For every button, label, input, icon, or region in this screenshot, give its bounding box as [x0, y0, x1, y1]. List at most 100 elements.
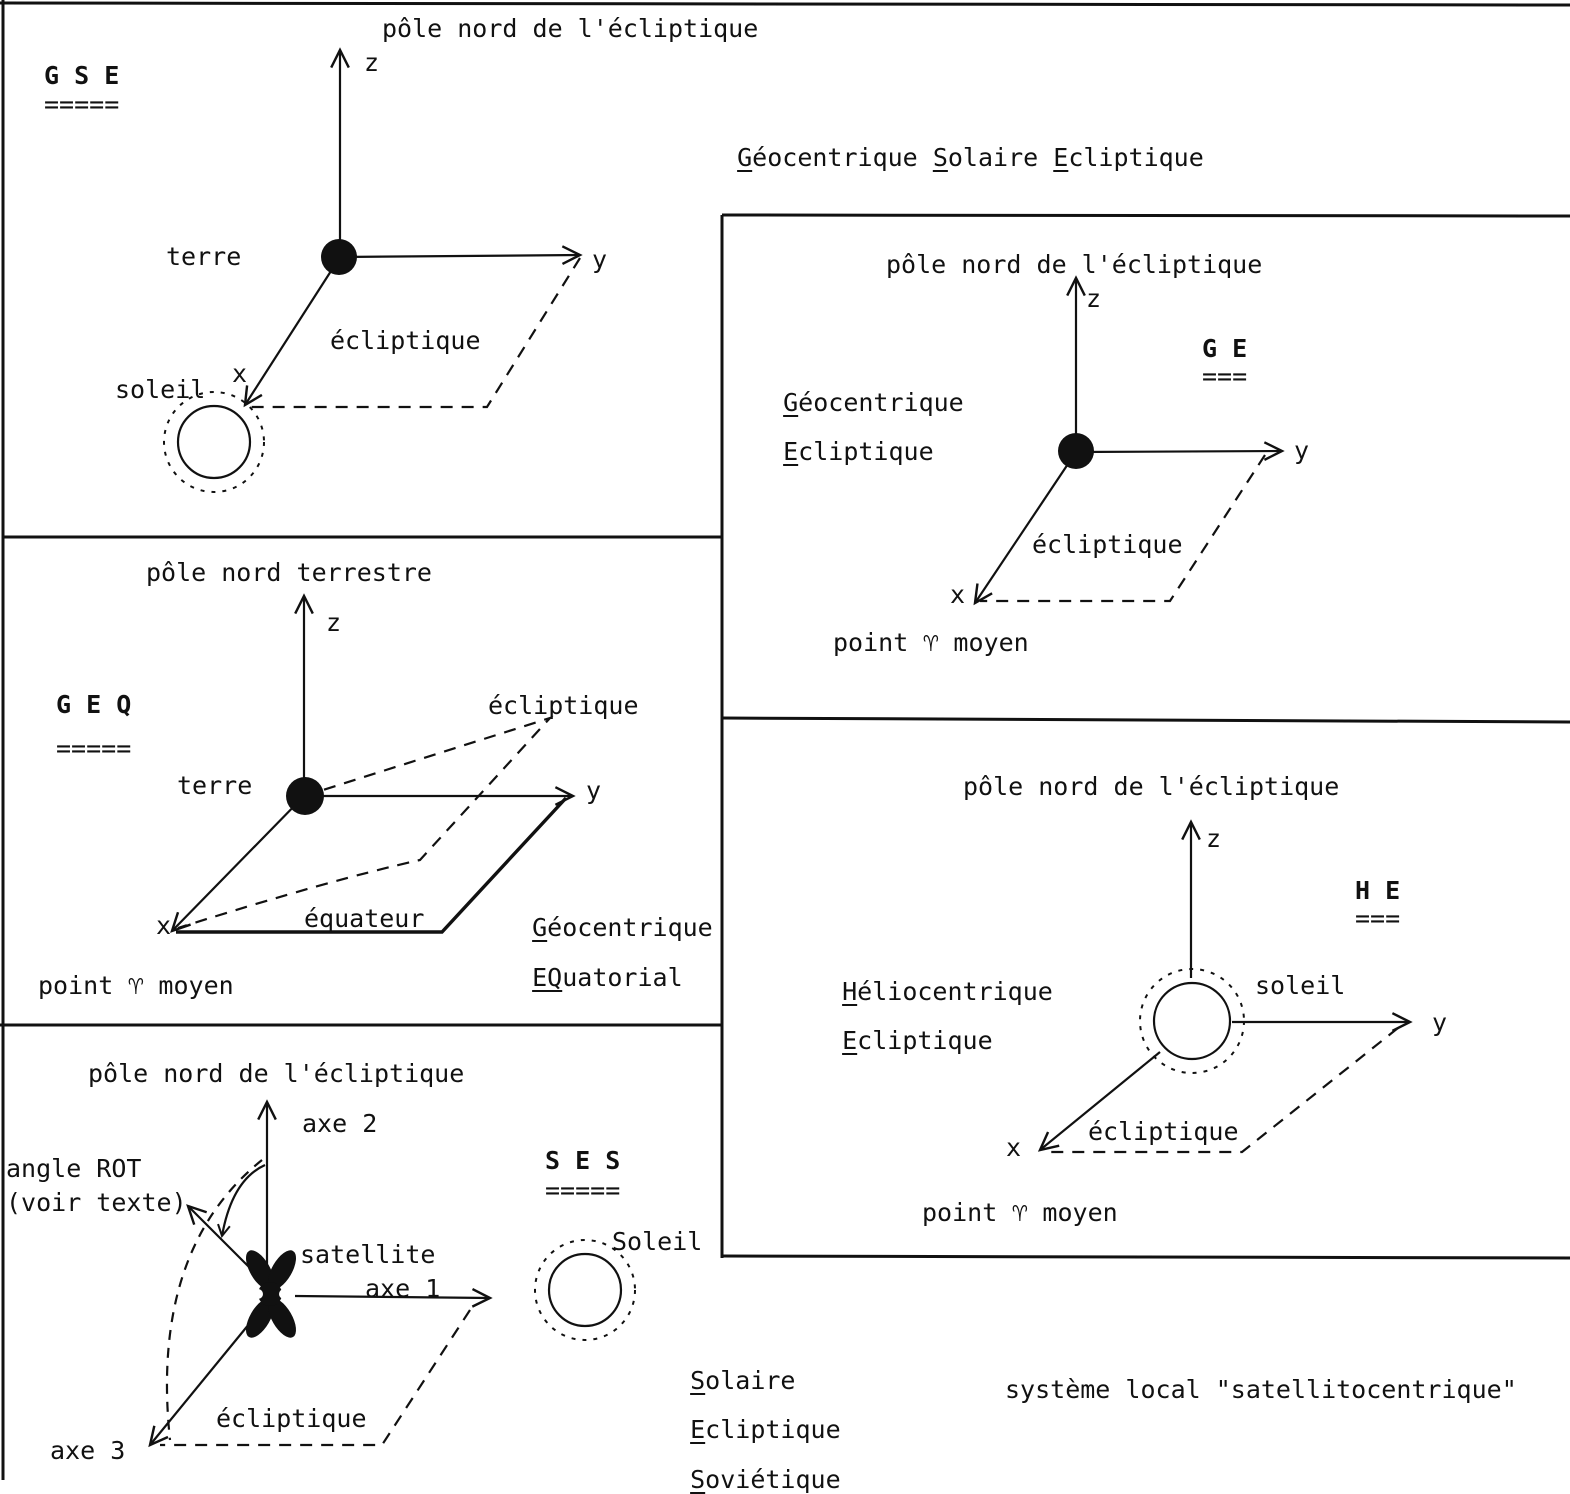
ge-earth [1058, 433, 1094, 469]
ge-name-2-rest: cliptique [798, 437, 934, 466]
geq-earth [286, 777, 324, 815]
ge-y-axis [1075, 441, 1285, 461]
gse-pole-label: pôle nord de l'écliptique [382, 14, 759, 43]
he-x-axis [1037, 1051, 1161, 1152]
ses-name-line3: Soviétique [660, 1442, 841, 1492]
gse-sun-label: soleil [115, 375, 206, 404]
ses-name-line2: Ecliptique [660, 1392, 841, 1442]
ses-name-2-rest: cliptique [705, 1415, 841, 1444]
gse-y-axis [339, 245, 583, 266]
ses-axis1-label: axe 1 [365, 1274, 441, 1303]
ge-x-axis [973, 451, 1077, 606]
he-code-rule: === [1355, 904, 1401, 933]
ge-panel [973, 275, 1285, 606]
ge-name-line2: Ecliptique [753, 414, 934, 464]
gse-x-label: x [232, 359, 248, 388]
gse-plane-label: écliptique [330, 326, 481, 355]
ses-rot-line1: angle ROT [6, 1154, 142, 1183]
ses-code-rule: ===== [545, 1176, 621, 1205]
ses-panel [148, 1099, 636, 1448]
geq-name-1-initial: G [532, 913, 548, 942]
he-name-1-rest: éliocentrique [857, 977, 1053, 1006]
gse-code-rule: ===== [44, 90, 120, 119]
ses-axis2-label: axe 2 [302, 1109, 378, 1138]
ge-name-1-rest: éocentrique [798, 388, 964, 417]
he-panel [1037, 819, 1413, 1154]
ge-plane-label: écliptique [1032, 530, 1183, 559]
gse-y-label: y [592, 245, 608, 274]
geq-pole-label: pôle nord terrestre [146, 558, 432, 587]
he-name-2-rest: cliptique [857, 1026, 993, 1055]
ses-pole-label: pôle nord de l'écliptique [88, 1059, 465, 1088]
geq-z-label: z [326, 608, 342, 637]
ses-sun-icon [534, 1239, 636, 1341]
he-name-line1: Héliocentrique [812, 954, 1053, 1004]
he-code: H E [1355, 876, 1401, 905]
gse-ecliptic-plane [248, 257, 581, 409]
gse-earth-label: terre [166, 242, 242, 271]
gse-name-3-initial: E [1053, 143, 1069, 172]
gse-z-label: z [364, 48, 380, 77]
gse-earth [321, 239, 357, 275]
ge-ecliptic-plane [980, 454, 1266, 603]
ses-rot-dashed-arc [165, 1159, 263, 1441]
he-sun-label: soleil [1255, 971, 1346, 1000]
geq-code: G E Q [56, 690, 132, 719]
he-y-label: y [1432, 1008, 1448, 1037]
geq-name-2-initial: EQ [532, 963, 563, 992]
ge-y-label: y [1294, 436, 1310, 465]
ses-rot-vector [186, 1204, 251, 1269]
ses-plane-label: écliptique [216, 1404, 367, 1433]
ses-axis1 [294, 1287, 493, 1308]
geq-name-2-rest: uatorial [562, 963, 683, 992]
gse-name-2-initial: S [932, 143, 948, 172]
gse-name-2-rest: olaire [947, 143, 1039, 172]
ge-pole-label: pôle nord de l'écliptique [886, 250, 1263, 279]
ses-rot-line2: (voir texte) [6, 1188, 187, 1217]
geq-y-label: y [586, 776, 602, 805]
he-plane-label: écliptique [1088, 1117, 1239, 1146]
ge-code: G E [1202, 334, 1248, 363]
ses-rot-arc [222, 1163, 266, 1236]
he-name-line2: Ecliptique [812, 1003, 993, 1053]
satellite-icon [246, 1250, 296, 1338]
geq-code-rule: ===== [56, 734, 132, 763]
ses-name-1-initial: S [690, 1366, 706, 1395]
geq-equator-plane [176, 796, 568, 934]
gse-full-name: Géocentrique Solaire Ecliptique [707, 120, 1204, 170]
ge-name-2-initial: E [783, 437, 799, 466]
he-name-1-initial: H [842, 977, 858, 1006]
ge-z-label: z [1086, 284, 1102, 313]
gse-sun-icon [163, 391, 265, 493]
he-x-label: x [1006, 1133, 1022, 1162]
he-sun-icon [1139, 968, 1245, 1074]
he-z-label: z [1206, 824, 1222, 853]
ses-name-2-initial: E [690, 1415, 706, 1444]
ge-x-label: x [950, 580, 966, 609]
geq-name-line2: EQuatorial [502, 940, 683, 990]
ses-satellite-label: satellite [300, 1240, 436, 1269]
ses-name-line1: Solaire [660, 1343, 795, 1393]
ses-ecliptic-plane [160, 1309, 471, 1447]
geq-earth-label: terre [177, 771, 253, 800]
gse-panel [163, 47, 583, 493]
ses-sun-label: Soleil [612, 1227, 703, 1256]
geq-panel [170, 593, 576, 934]
ses-axis3 [148, 1317, 255, 1448]
he-point-label: point ♈ moyen [922, 1198, 1118, 1227]
ge-code-rule: === [1202, 362, 1248, 391]
he-name-2-initial: E [842, 1026, 858, 1055]
ses-axis3-label: axe 3 [50, 1436, 126, 1465]
ses-local-label: système local "satellitocentrique" [1005, 1375, 1517, 1404]
ses-code: S E S [545, 1146, 621, 1175]
he-ecliptic-plane [1048, 1027, 1399, 1154]
geq-equator-label: équateur [304, 904, 425, 933]
ge-name-1-initial: G [783, 388, 799, 417]
geq-point-label: point ♈ moyen [38, 971, 234, 1000]
geq-ecliptic-plane [177, 715, 554, 930]
gse-code: G S E [44, 61, 120, 90]
gse-name-1-initial: G [737, 143, 753, 172]
